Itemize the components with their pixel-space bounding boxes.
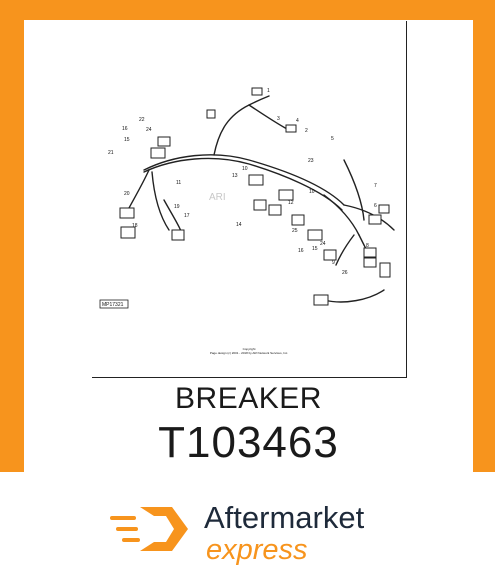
callout-1: 1 — [267, 88, 270, 94]
callout-5: 5 — [331, 136, 334, 142]
diagram-watermark: ARI — [209, 192, 226, 203]
callout-24a: 24 — [146, 127, 152, 133]
callout-16a: 16 — [122, 126, 128, 132]
aftermarket-logo-icon — [110, 507, 188, 551]
copyright-line2: Page design (c) 2001 - 2018 by ARI Netwo… — [210, 351, 288, 355]
copyright-line1: Copyright — [243, 347, 256, 351]
callout-11: 11 — [176, 180, 181, 186]
product-name: BREAKER — [175, 382, 322, 415]
callout-26: 26 — [342, 270, 348, 276]
callout-7: 7 — [374, 183, 377, 189]
callout-3: 3 — [277, 116, 280, 122]
callout-10a: 10 — [242, 166, 248, 172]
part-number: T103463 — [158, 418, 339, 467]
callout-6: 6 — [374, 203, 377, 209]
footer — [0, 472, 495, 575]
callout-9: 9 — [332, 260, 335, 266]
callout-23: 23 — [308, 158, 314, 164]
connector-shape — [157, 136, 171, 147]
callout-21: 21 — [108, 150, 114, 156]
callout-16b: 16 — [298, 248, 304, 254]
callout-2: 2 — [305, 128, 308, 134]
callout-14: 14 — [236, 222, 242, 228]
diagram-ref-code: MP17321 — [102, 302, 124, 308]
wiring-harness-diagram: ARI 1 2 3 4 5 6 7 8 9 10 10 11 12 13 14 … — [99, 87, 395, 355]
brand-tagline: express — [206, 534, 308, 566]
product-card: ARI 1 2 3 4 5 6 7 8 9 10 10 11 12 13 14 … — [24, 20, 473, 472]
callout-19: 19 — [174, 204, 180, 210]
callout-18: 18 — [132, 223, 138, 229]
callout-4: 4 — [296, 118, 299, 124]
callout-10b: 10 — [309, 189, 315, 195]
callout-17: 17 — [184, 213, 190, 219]
brand-name: Aftermarket — [204, 500, 365, 535]
callout-25: 25 — [292, 228, 298, 234]
diagram-frame — [92, 21, 407, 378]
callout-13: 13 — [232, 173, 238, 179]
callout-8: 8 — [366, 243, 369, 249]
callout-15a: 15 — [124, 137, 130, 143]
callout-12: 12 — [288, 200, 294, 206]
callout-20: 20 — [124, 191, 130, 197]
callout-24b: 24 — [320, 241, 326, 247]
diagram-callouts: 1 2 3 4 5 6 7 8 9 10 10 11 12 13 14 15 1… — [108, 88, 377, 276]
callout-22: 22 — [139, 117, 145, 123]
callout-15b: 15 — [312, 246, 318, 252]
